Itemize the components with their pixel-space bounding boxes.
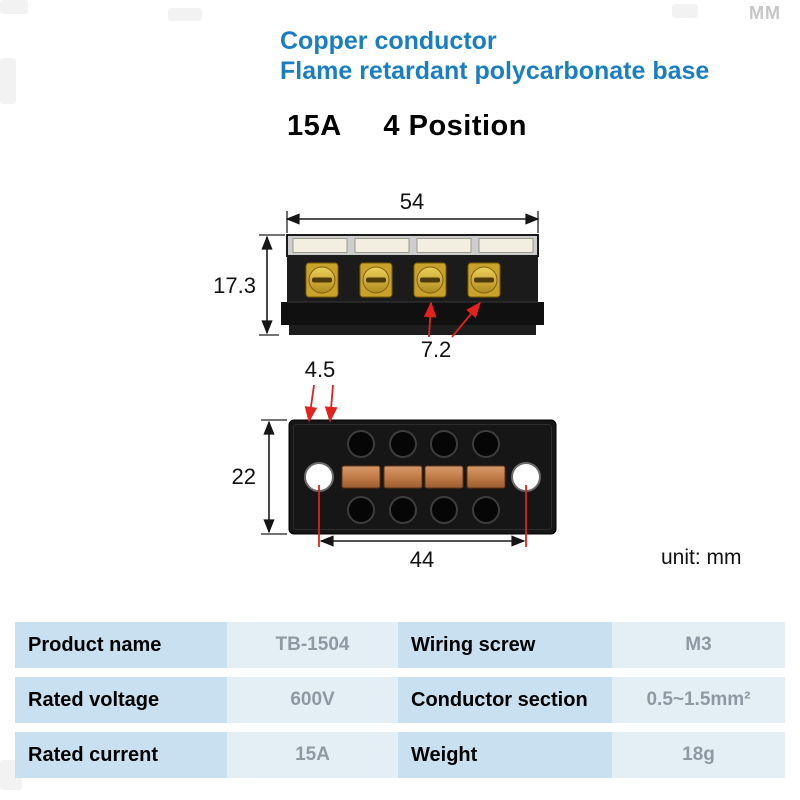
- spec-title: 15A 4 Position: [287, 110, 527, 142]
- screw-icon: [305, 262, 339, 298]
- screw-icon: [467, 262, 501, 298]
- dim-22-label: 22: [232, 464, 256, 489]
- wire-port: [347, 496, 375, 524]
- block-base: [281, 302, 544, 325]
- dim-7-2-label: 7.2: [421, 337, 452, 362]
- cover-window: [292, 238, 348, 253]
- copper-contact: [341, 465, 381, 489]
- dim-hole-offset-4-5: 4.5: [305, 357, 338, 423]
- dim-height-17-3: 17.3: [213, 234, 285, 336]
- rated-voltage-label: Rated voltage: [15, 677, 227, 723]
- wire-port: [472, 430, 500, 458]
- weight-value: 18g: [612, 732, 785, 778]
- wire-port: [430, 496, 458, 524]
- screw-icon: [359, 262, 393, 298]
- conductor-section-value: 0.5~1.5mm²: [612, 677, 785, 723]
- rated-current-value: 15A: [227, 732, 398, 778]
- dim-44-label: 44: [410, 547, 434, 572]
- terminal-block-top-view: [288, 419, 557, 535]
- terminal-block-side-view: [281, 234, 544, 335]
- product-name-label: Product name: [15, 622, 227, 668]
- copper-contact: [383, 465, 423, 489]
- header: Copper conductor Flame retardant polycar…: [280, 26, 709, 86]
- wire-port: [347, 430, 375, 458]
- product-name-value: TB-1504: [227, 622, 398, 668]
- weight-label: Weight: [398, 732, 612, 778]
- wire-port: [389, 496, 417, 524]
- rated-current-label: Rated current: [15, 732, 227, 778]
- screw-icon: [413, 262, 447, 298]
- watermark-mm: MM: [749, 3, 781, 23]
- rated-voltage-value: 600V: [227, 677, 398, 723]
- dim-17-3-label: 17.3: [213, 273, 256, 298]
- wire-port: [430, 430, 458, 458]
- wire-port: [472, 496, 500, 524]
- spec-table: Product name TB-1504 Wiring screw M3 Rat…: [15, 622, 785, 778]
- dim-4-5-label: 4.5: [305, 357, 336, 382]
- copper-contact: [424, 465, 464, 489]
- watermark-blob: [0, 58, 16, 104]
- block-foot: [289, 325, 536, 335]
- watermark-blob: [0, 0, 28, 14]
- copper-contact: [466, 465, 506, 489]
- header-line-2: Flame retardant polycarbonate base: [280, 57, 710, 85]
- dim-height-22: 22: [232, 419, 287, 535]
- dim-54-label: 54: [400, 189, 424, 214]
- watermark-blob: [672, 4, 698, 18]
- wire-port: [389, 430, 417, 458]
- unit-label: unit: mm: [661, 546, 742, 569]
- wiring-screw-value: M3: [612, 622, 785, 668]
- watermark-blob: [168, 8, 202, 21]
- cover-window: [416, 238, 472, 253]
- dim-span-44: 44: [318, 485, 527, 572]
- cover-window: [478, 238, 534, 253]
- wiring-screw-label: Wiring screw: [398, 622, 612, 668]
- dim-width-54: 54: [285, 189, 540, 233]
- dim-screw-pitch-7-2: 7.2: [421, 301, 482, 362]
- dimension-diagram: 54 17.3 7.2: [213, 189, 557, 572]
- header-line-1: Copper conductor: [280, 27, 497, 55]
- cover-window: [354, 238, 410, 253]
- conductor-section-label: Conductor section: [398, 677, 612, 723]
